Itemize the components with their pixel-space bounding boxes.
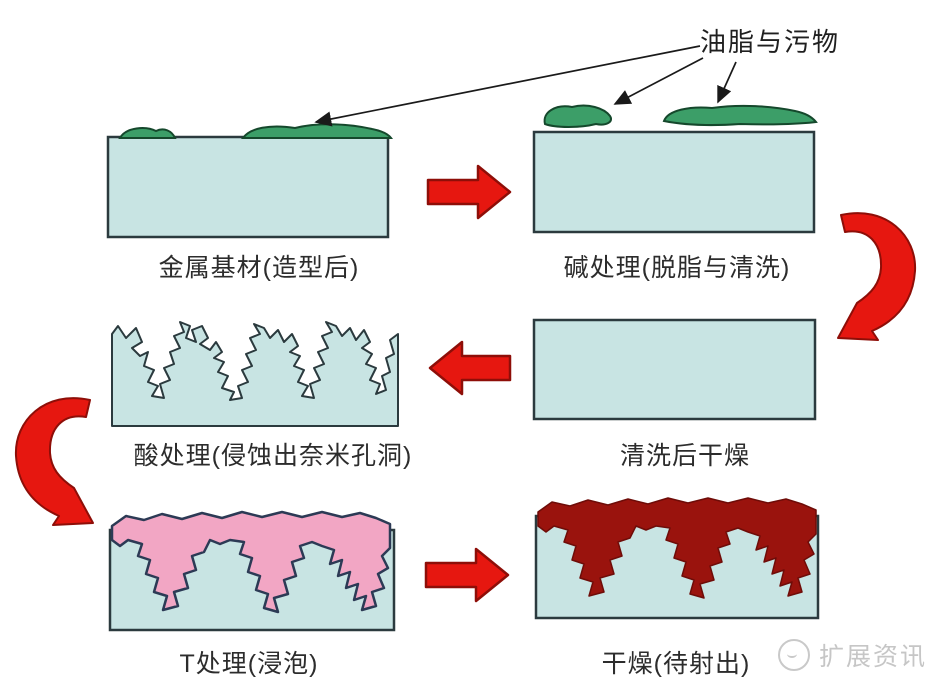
watermark-globe-icon <box>778 639 810 671</box>
panel-t-treatment <box>108 510 396 632</box>
step-label-dry-for-injection: 干燥(待射出) <box>601 650 751 678</box>
leader-line <box>613 57 704 105</box>
grease-blob <box>118 127 177 139</box>
arrow-curved-left-step4-5 <box>14 397 94 526</box>
arrow-curved-right-step2-3 <box>837 212 917 341</box>
dried-layer <box>537 497 817 599</box>
watermark-text: 扩展资讯 <box>819 643 928 671</box>
panel-alkali-treatment <box>532 104 818 234</box>
etched-block <box>111 321 399 427</box>
step-label-alkali-treatment: 碱处理(脱脂与清洗) <box>563 254 791 282</box>
grease-blob-detached <box>662 104 818 126</box>
arrow-right-step5-6 <box>424 547 510 603</box>
arrow-right-step1-2 <box>426 164 512 220</box>
t-layer <box>110 510 392 614</box>
panel-dried-layer <box>534 497 820 620</box>
grease-blob <box>241 123 394 139</box>
step-label-acid-treatment: 酸处理(侵蚀出奈米孔洞) <box>133 442 413 470</box>
panel-dry-after-clean <box>532 318 817 421</box>
panel-metal-substrate <box>106 123 394 239</box>
substrate-block <box>532 318 817 421</box>
grease-blob-detached <box>543 104 612 128</box>
substrate-block <box>532 130 816 234</box>
arrow-left-step3-4 <box>428 340 512 396</box>
watermark: 扩展资讯 <box>778 637 927 673</box>
leader-line <box>717 61 737 104</box>
step-label-metal-substrate: 金属基材(造型后) <box>158 254 360 282</box>
substrate-block <box>106 135 390 239</box>
grease-annotation-label: 油脂与污物 <box>700 27 841 57</box>
step-label-t-treatment: T处理(浸泡) <box>179 650 319 678</box>
annotation-lines <box>314 45 737 127</box>
leader-line <box>314 45 701 127</box>
panel-acid-etched <box>111 321 399 427</box>
step-label-dry-after-clean: 清洗后干燥 <box>619 442 750 470</box>
